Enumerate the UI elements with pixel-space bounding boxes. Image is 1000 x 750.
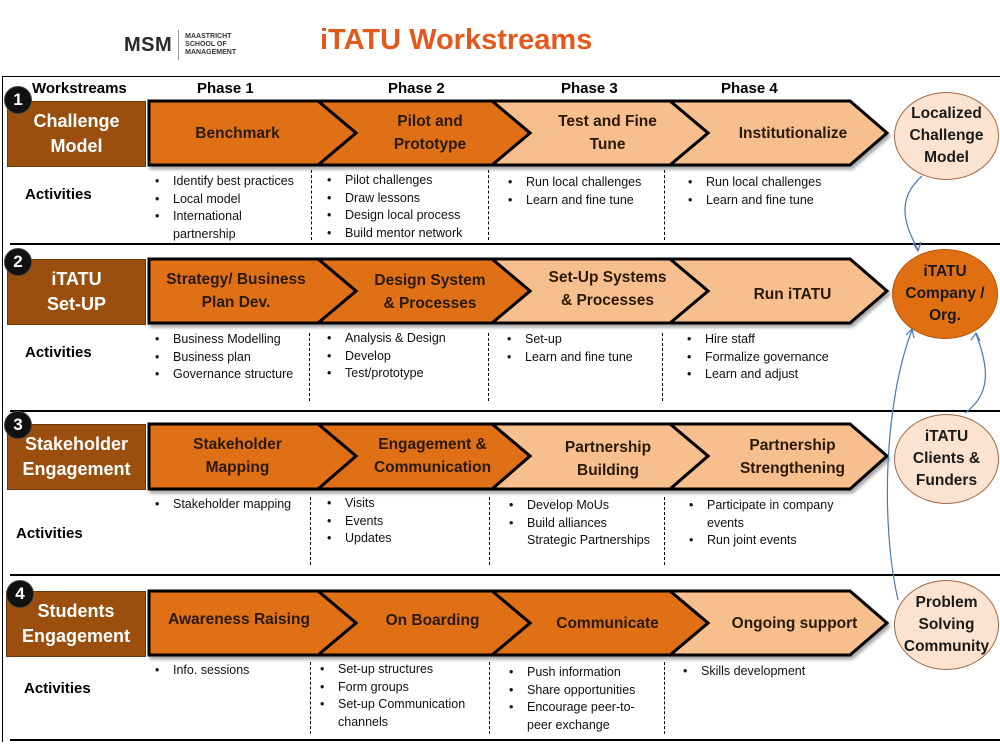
activities-list: Participate in company events Run joint …	[689, 497, 833, 550]
activities-list: Identify best practices Local model Inte…	[155, 173, 294, 243]
phase-partnership-strengthening: Partnership Strengthening	[739, 437, 846, 477]
outcome-itatu-company: iTATU Company / Org.	[892, 249, 998, 339]
activities-label: Activities	[25, 186, 92, 203]
activities-list: Pilot challenges Draw lessons Design loc…	[327, 172, 462, 242]
activities-list: Business Modelling Business plan Governa…	[155, 331, 293, 384]
page-title: iTATU Workstreams	[320, 24, 593, 56]
activities-list: Set-up structures Form groups Set-up Com…	[320, 661, 465, 731]
diagram-frame	[2, 76, 1000, 742]
activities-list: Stakeholder mapping	[155, 496, 291, 514]
phase-design-system: Design System & Processes	[374, 272, 486, 312]
step-number-badge: 3	[4, 411, 32, 439]
step-number-badge: 1	[4, 86, 32, 114]
phase-divider	[662, 333, 663, 401]
phase-ongoing-support: Ongoing support	[731, 614, 858, 632]
header-phase-1: Phase 1	[197, 80, 254, 97]
logo-mark: MSM	[124, 33, 173, 56]
row-divider	[10, 410, 1000, 412]
phase-on-boarding: On Boarding	[385, 611, 480, 629]
activities-list: Push information Share opportunities Enc…	[509, 664, 635, 734]
workstream-itatu-setup: iTATU Set-UP	[7, 259, 146, 325]
header-phase-4: Phase 4	[721, 80, 778, 97]
phase-divider	[310, 497, 311, 565]
phase-awareness-raising: Awareness Raising	[168, 610, 310, 628]
step-number-badge: 2	[4, 248, 32, 276]
phase-divider	[309, 333, 310, 401]
activities-list: Analysis & Design Develop Test/prototype	[327, 330, 446, 383]
phase-benchmark: Benchmark	[195, 124, 280, 142]
activities-list: Hire staff Formalize governance Learn an…	[687, 331, 829, 384]
activities-list: Info. sessions	[155, 662, 249, 680]
outcome-itatu-clients-funders: iTATU Clients & Funders	[894, 414, 999, 504]
activities-label: Activities	[24, 680, 91, 697]
phase-communicate: Communicate	[556, 614, 659, 632]
workstream-challenge-model: Challenge Model	[7, 101, 146, 167]
phase-stakeholder-mapping: Stakeholder Mapping	[193, 436, 282, 476]
row-divider	[10, 243, 1000, 245]
phase-divider	[664, 662, 665, 734]
phase-institutionalize: Institutionalize	[738, 124, 848, 142]
logo-text: MAASTRICHT SCHOOL OF MANAGEMENT	[185, 33, 237, 56]
activities-list: Develop MoUs Build alliances Strategic P…	[509, 497, 650, 550]
workstream-stakeholder-engagement: Stakeholder Engagement	[7, 424, 146, 490]
header-workstreams: Workstreams	[32, 80, 127, 97]
phase-divider	[664, 170, 665, 240]
activities-label: Activities	[16, 525, 83, 542]
phase-divider	[310, 662, 311, 734]
phase-divider	[311, 170, 312, 240]
phase-divider	[489, 662, 490, 734]
activities-list: Skills development	[683, 663, 805, 681]
activities-label: Activities	[25, 344, 92, 361]
activities-list: Visits Events Updates	[327, 495, 392, 548]
phase-divider	[664, 497, 665, 565]
phase-divider	[489, 497, 490, 565]
phase-setup-systems: Set-Up Systems & Processes	[548, 269, 667, 309]
outcome-problem-solving-community: Problem Solving Community	[894, 580, 999, 670]
phase-engagement-communication: Engagement & Communication	[373, 436, 492, 476]
header-phase-2: Phase 2	[388, 80, 445, 97]
phase-strategy-business-plan: Strategy/ Business Plan Dev.	[166, 271, 306, 311]
activities-list: Run local challenges Learn and fine tune	[688, 174, 821, 209]
activities-list: Set-up Learn and fine tune	[507, 331, 633, 366]
row-divider	[10, 574, 1000, 576]
phase-divider	[488, 333, 489, 401]
msm-logo: MSM MAASTRICHT SCHOOL OF MANAGEMENT	[124, 30, 236, 60]
logo-divider	[178, 30, 180, 60]
phase-divider	[488, 170, 489, 240]
phase-run-itatu: Run iTATU	[753, 285, 832, 303]
phase-partnership-building: Partnership Building	[564, 439, 652, 479]
phase-test-fine-tune: Test and Fine Tune	[558, 113, 657, 153]
activities-list: Run local challenges Learn and fine tune	[508, 174, 641, 209]
phase-pilot-prototype: Pilot and Prototype	[393, 113, 467, 153]
step-number-badge: 4	[6, 580, 34, 608]
header-phase-3: Phase 3	[561, 80, 618, 97]
row-divider	[10, 739, 1000, 741]
outcome-localized-challenge-model: Localized Challenge Model	[894, 92, 999, 180]
